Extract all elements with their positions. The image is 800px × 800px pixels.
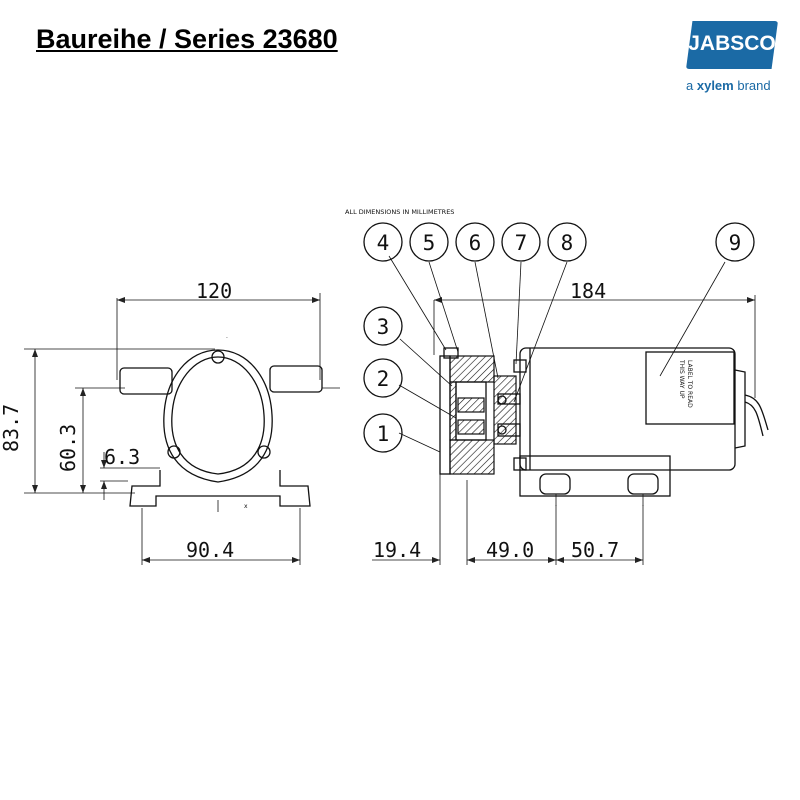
dim-length-total: 184 bbox=[570, 279, 606, 303]
svg-text:4: 4 bbox=[377, 231, 390, 255]
logo-tagline: a xylem brand bbox=[686, 78, 771, 93]
svg-text:3: 3 bbox=[377, 315, 390, 339]
callout-5: 5 bbox=[409, 222, 449, 262]
svg-text:7: 7 bbox=[515, 231, 528, 255]
dim-seg-1: 19.4 bbox=[373, 538, 421, 562]
dim-foot-height: 6.3 bbox=[104, 445, 140, 469]
dim-seg-2: 49.0 bbox=[486, 538, 534, 562]
dim-height-total: 83.7 bbox=[0, 404, 23, 452]
label-line-1: LABEL TO READ bbox=[686, 360, 693, 408]
tagline-suffix: brand bbox=[737, 78, 771, 93]
callout-6: 6 bbox=[455, 222, 495, 262]
callout-1: 1 bbox=[363, 413, 403, 453]
callout-3: 3 bbox=[363, 306, 403, 346]
callout-4: 4 bbox=[363, 222, 403, 262]
label-line-2: THIS WAY UP bbox=[678, 359, 685, 399]
dim-height-axis: 60.3 bbox=[56, 424, 80, 472]
dim-width-top: 120 bbox=[196, 279, 232, 303]
svg-text:1: 1 bbox=[377, 422, 390, 446]
front-view: 120 83.7 60.3 6.3 90.4 bbox=[0, 279, 340, 565]
logo-brand-text: JABSCO bbox=[688, 32, 776, 55]
dim-seg-3: 50.7 bbox=[571, 538, 619, 562]
dimensions-note: ALL DIMENSIONS IN MILLIMETRES bbox=[345, 208, 454, 216]
callout-7: 7 bbox=[501, 222, 541, 262]
svg-text:x: x bbox=[244, 503, 248, 510]
callout-8: 8 bbox=[547, 222, 587, 262]
side-view: ALL DIMENSIONS IN MILLIMETRES 184 19.4 4… bbox=[345, 208, 769, 565]
svg-text:5: 5 bbox=[423, 231, 436, 255]
dim-base-width: 90.4 bbox=[186, 538, 234, 562]
page-title: Baureihe / Series 23680 bbox=[36, 24, 338, 54]
svg-text:2: 2 bbox=[377, 367, 390, 391]
tagline-prefix: a bbox=[686, 78, 694, 93]
jabsco-logo: JABSCO bbox=[686, 21, 778, 69]
svg-text:6: 6 bbox=[469, 231, 482, 255]
callout-9: 9 bbox=[715, 222, 755, 262]
svg-text:8: 8 bbox=[561, 231, 574, 255]
svg-text:.: . bbox=[226, 333, 228, 340]
svg-text:9: 9 bbox=[729, 231, 742, 255]
tagline-brand: xylem bbox=[696, 78, 734, 93]
callout-2: 2 bbox=[363, 358, 403, 398]
